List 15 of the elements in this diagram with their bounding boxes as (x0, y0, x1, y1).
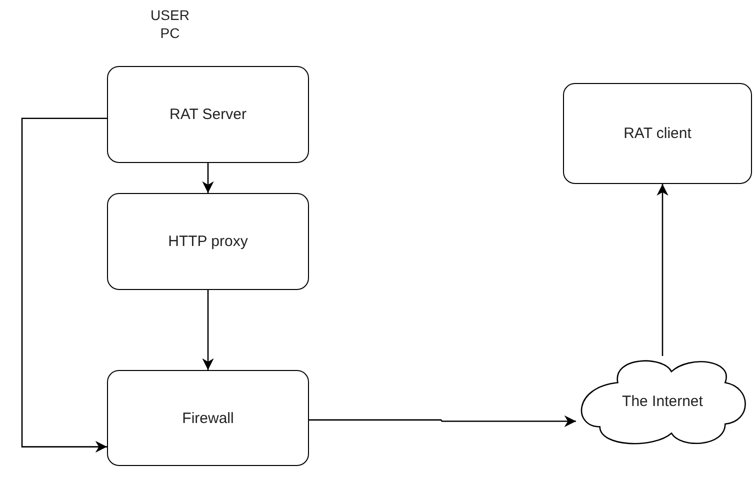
node-label: Firewall (182, 410, 234, 426)
arrow (656, 184, 668, 356)
node-label: RAT Server (170, 106, 246, 123)
node-label: HTTP proxy (168, 233, 248, 250)
process-box (563, 83, 752, 184)
arrow (202, 290, 214, 370)
node-label: The Internet (622, 392, 703, 410)
group-label: USER PC (150, 6, 190, 42)
arrow (309, 415, 576, 428)
node-label: RAT client (624, 125, 692, 142)
arrow (202, 163, 214, 193)
process-box (107, 193, 309, 290)
arrow (21, 118, 107, 453)
process-box (107, 66, 309, 163)
process-box (107, 370, 309, 466)
